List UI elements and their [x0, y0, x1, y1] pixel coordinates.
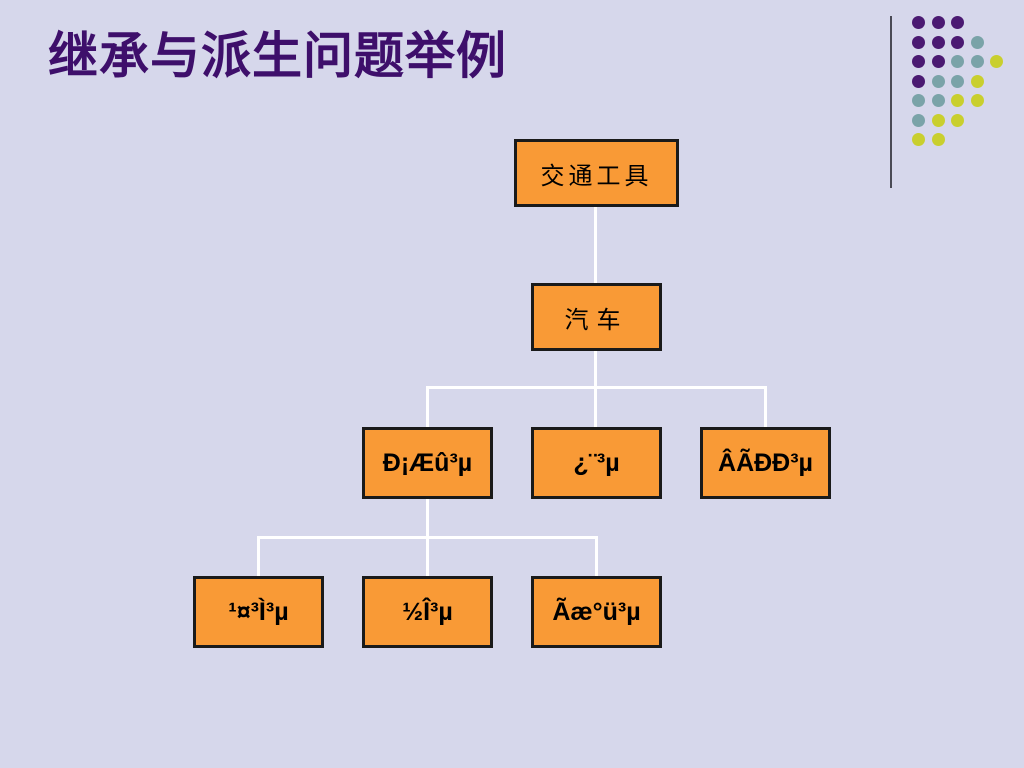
node-level2-left: Ð¡Æû³µ — [362, 427, 493, 499]
decorative-dot — [951, 74, 964, 88]
vertical-divider — [890, 16, 892, 188]
decorative-dot — [931, 74, 945, 88]
decorative-dot — [931, 55, 945, 68]
decorative-dot — [912, 113, 925, 127]
connector-to-level2-right — [764, 386, 767, 428]
decorative-dot — [990, 55, 1003, 68]
decorative-dot — [912, 94, 925, 107]
decorative-dot — [970, 35, 984, 49]
decorative-dot — [912, 55, 925, 68]
connector-level2-left-down — [426, 498, 429, 538]
connector-level1-down — [594, 350, 597, 388]
decorative-dot — [951, 94, 964, 107]
decorative-dot — [970, 74, 984, 88]
decorative-dot — [951, 55, 964, 68]
decorative-dot — [931, 16, 945, 29]
connector-root-level1 — [594, 206, 597, 284]
decorative-dot — [912, 16, 925, 29]
decorative-dot — [931, 35, 945, 49]
decorative-dot — [970, 55, 984, 68]
node-level3-middle: ½Î³µ — [362, 576, 493, 648]
connector-to-level3-middle — [426, 536, 429, 578]
decorative-dot — [931, 113, 945, 127]
connector-to-level3-right — [595, 536, 598, 578]
decorative-dot — [951, 113, 964, 127]
node-level3-left: ¹¤³Ì³µ — [193, 576, 324, 648]
decorative-dot — [912, 74, 925, 88]
decorative-dot — [912, 35, 925, 49]
node-level1: 汽车 — [531, 283, 662, 351]
node-level2-right: ÂÃÐÐ³µ — [700, 427, 831, 499]
slide-title: 继承与派生问题举例 — [48, 27, 507, 85]
decorative-dot — [912, 133, 925, 146]
node-level2-middle: ¿¨³µ — [531, 427, 662, 499]
node-root: 交通工具 — [514, 139, 679, 207]
decorative-dot — [970, 94, 984, 107]
node-level3-right: Ãæ°ü³µ — [531, 576, 662, 648]
decorative-dot — [931, 133, 945, 146]
connector-to-level3-left — [257, 536, 260, 578]
decorative-dot — [951, 16, 964, 29]
decorative-dot — [951, 35, 964, 49]
connector-to-level2-middle — [594, 386, 597, 428]
connector-to-level2-left — [426, 386, 429, 428]
decorative-dot — [931, 94, 945, 107]
